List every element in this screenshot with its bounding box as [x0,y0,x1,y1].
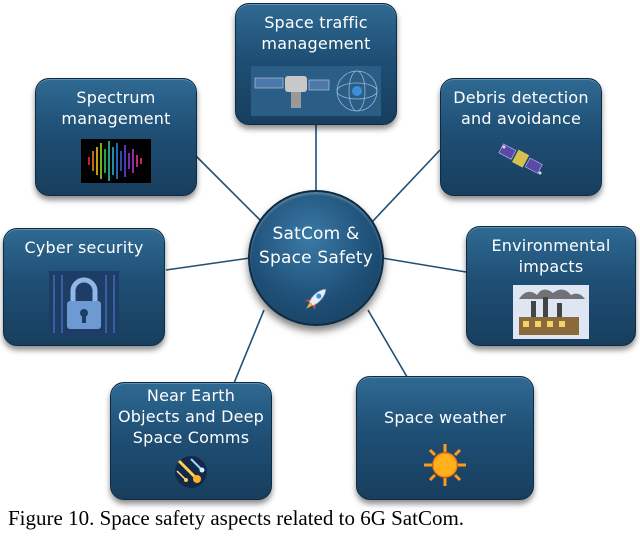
node-near-earth-objects: Near Earth Objects and Deep Space Comms [110,382,272,500]
node-label: Space traffic management [261,13,371,53]
figure-caption: Figure 10. Space safety aspects related … [8,506,465,530]
connector-weather [367,309,411,383]
sun-icon [424,444,466,486]
connector-spectrum [189,149,263,223]
meteors-icon [175,456,207,488]
node-label: Near Earth Objects and Deep Space Comms [117,386,265,447]
rocket-icon [304,288,327,311]
spectrum-waveform-icon [81,139,151,183]
node-space-traffic: Space traffic management [235,3,397,125]
connector-debris [371,149,441,223]
safety-diagram: Space traffic management Spectrum manage… [3,3,636,500]
connector-neo [231,309,265,389]
connector-lines [165,124,467,389]
node-label: Space weather [383,408,506,427]
factory-smoke-icon [513,285,589,339]
padlock-icon [49,271,119,337]
debris-satellite-icon [498,143,543,175]
node-label: Spectrum management [61,88,171,128]
node-environmental: Environmental impacts [466,226,636,346]
satellite-orbits-icon [251,66,381,116]
node-cyber-security: Cyber security [3,228,165,346]
center-hub: SatCom & Space Safety [248,190,384,326]
center-label: SatCom & Space Safety [259,224,373,268]
connector-cyber [165,257,251,271]
node-label: Environmental impacts [491,236,611,276]
node-space-weather: Space weather [356,376,534,500]
node-spectrum: Spectrum management [35,78,197,196]
node-label: Debris detection and avoidance [453,88,589,128]
node-label: Cyber security [24,238,144,257]
node-debris: Debris detection and avoidance [440,78,602,196]
connector-environment [381,257,467,273]
